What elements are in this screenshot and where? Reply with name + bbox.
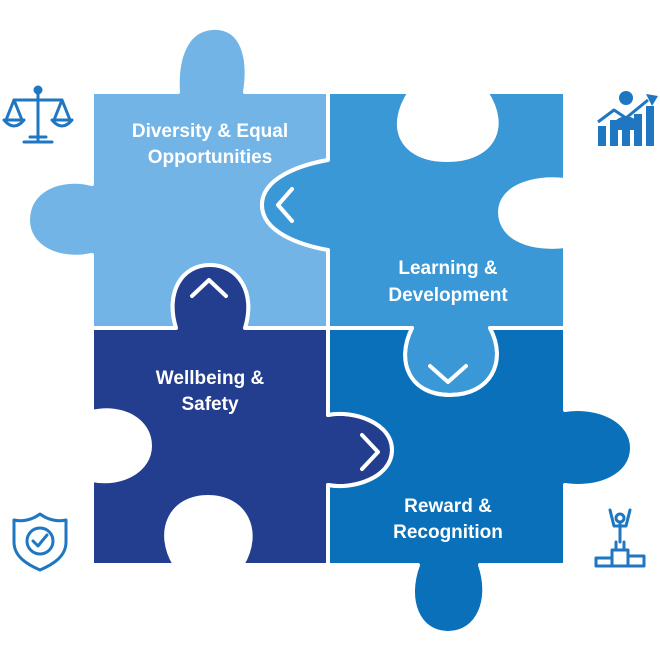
reward-label-line1: Reward & <box>404 496 492 517</box>
diversity-label-line2: Opportunities <box>148 147 273 168</box>
shield-check-icon <box>12 512 68 572</box>
reward-label-line2: Recognition <box>393 522 503 543</box>
wellbeing-label-line1: Wellbeing & <box>156 368 265 389</box>
piece-wellbeing <box>90 263 394 567</box>
piece-learning <box>260 90 567 397</box>
piece-reward <box>326 326 634 635</box>
learning-label-line2: Development <box>388 285 508 306</box>
chevron-up-icon <box>190 278 228 298</box>
chevron-right-icon <box>360 433 380 471</box>
diversity-label-line1: Diversity & Equal <box>132 121 288 142</box>
learning-label-line1: Learning & <box>398 258 498 279</box>
chevron-down-icon <box>428 364 468 384</box>
wellbeing-label-line2: Safety <box>181 394 238 415</box>
chevron-left-icon <box>276 187 294 223</box>
winner-podium-icon <box>594 508 646 568</box>
businessman-growth-chart-icon <box>597 91 658 146</box>
scales-icon <box>2 85 74 144</box>
